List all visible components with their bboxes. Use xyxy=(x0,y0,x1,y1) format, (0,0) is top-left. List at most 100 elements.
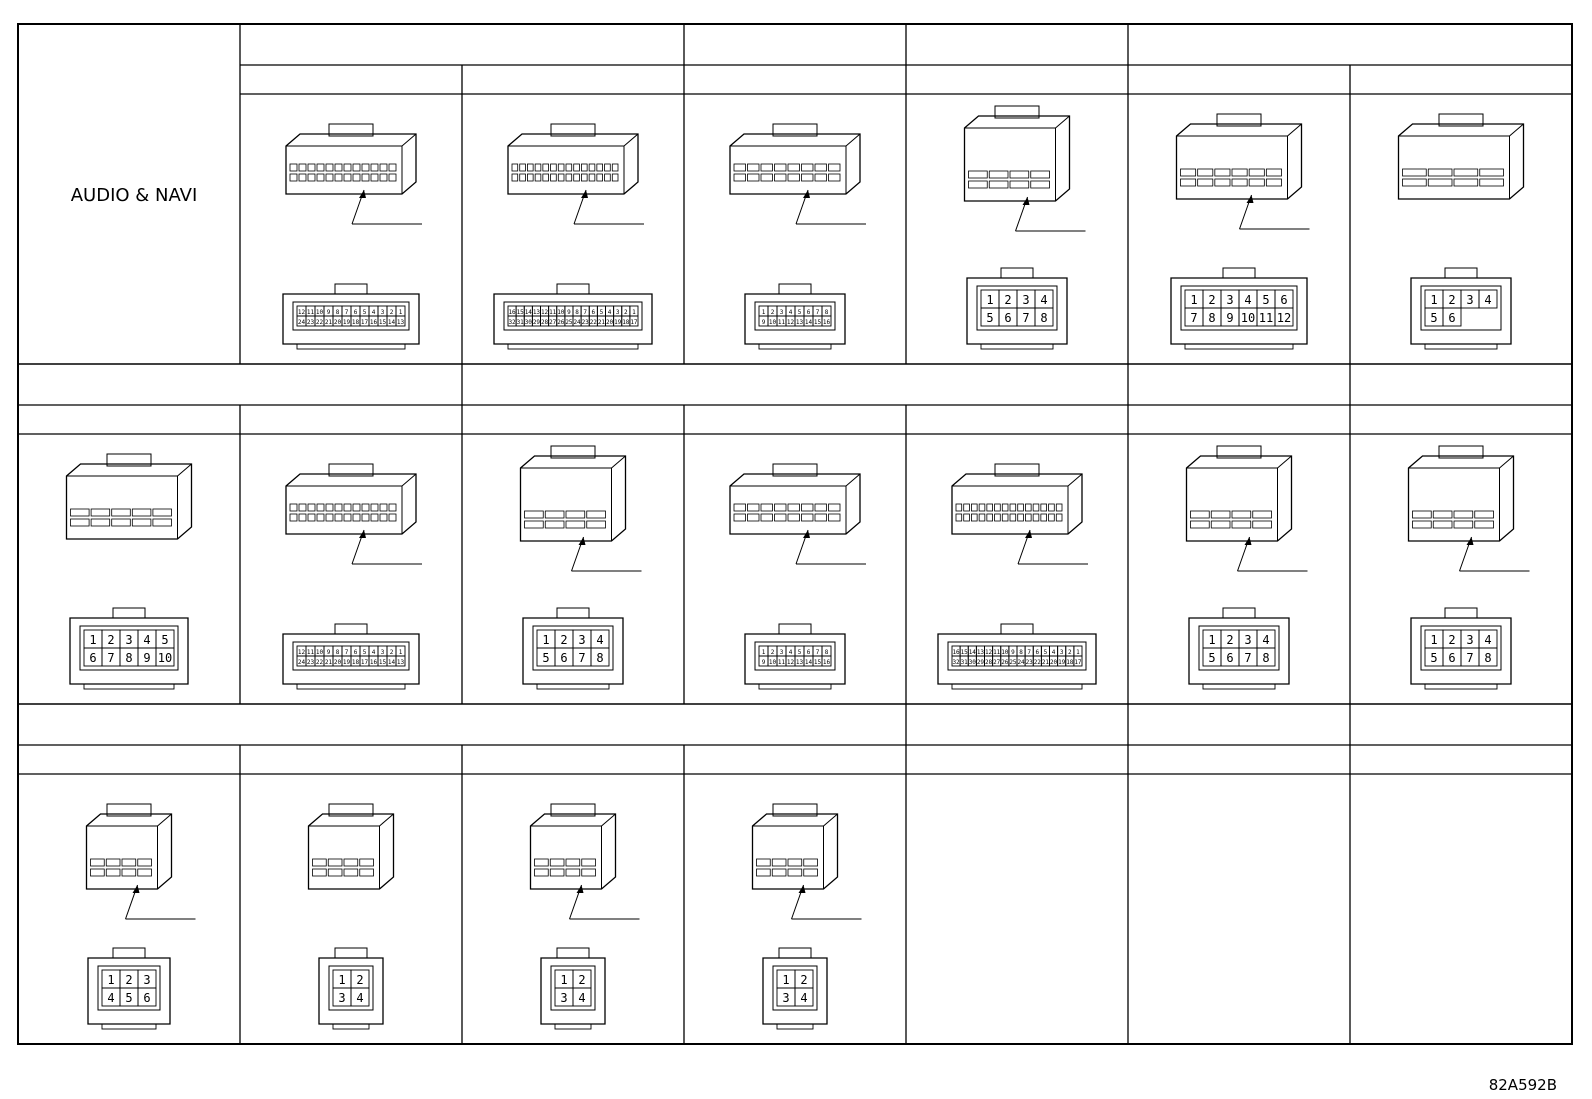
pin-number: 1 xyxy=(1430,633,1437,647)
pin-number: 22 xyxy=(316,659,324,666)
pin-number: 5 xyxy=(542,651,549,665)
pin-number: 21 xyxy=(325,319,333,326)
pin-number: 11 xyxy=(778,659,786,666)
pin-number: 6 xyxy=(89,651,96,665)
pin-number: 5 xyxy=(798,309,802,316)
pin-number: 27 xyxy=(993,659,1001,666)
pin-number: 10 xyxy=(557,309,565,316)
pin-number: 9 xyxy=(567,309,571,316)
pin-number: 8 xyxy=(596,651,603,665)
pin-number: 13 xyxy=(397,659,405,666)
pin-number: 3 xyxy=(381,309,385,316)
pin-number: 4 xyxy=(596,633,603,647)
housing-outline xyxy=(282,293,420,345)
pin-number: 8 xyxy=(336,649,340,656)
pin-number: 32 xyxy=(952,659,960,666)
pin-number: 2 xyxy=(578,973,585,987)
pin-number: 21 xyxy=(598,319,606,326)
pin-number: 14 xyxy=(525,309,533,316)
pin-number: 9 xyxy=(327,649,331,656)
pin-number: 13 xyxy=(397,319,405,326)
pin-number: 17 xyxy=(361,319,369,326)
pin-number: 2 xyxy=(624,309,628,316)
pin-number: 11 xyxy=(1259,311,1273,325)
pin-number: 7 xyxy=(578,651,585,665)
pin-number: 15 xyxy=(814,659,822,666)
pin-number: 29 xyxy=(977,659,985,666)
pin-number: 1 xyxy=(1076,649,1080,656)
group-header xyxy=(1352,366,1570,403)
pin-number: 24 xyxy=(1017,659,1025,666)
pin-number: 8 xyxy=(825,649,829,656)
housing-outline xyxy=(937,633,1097,685)
pin-number: 3 xyxy=(1466,293,1473,307)
pin-number: 6 xyxy=(354,649,358,656)
part-number xyxy=(686,747,904,772)
pin-number: 28 xyxy=(985,659,993,666)
pin-number: 21 xyxy=(1042,659,1050,666)
pin-number: 23 xyxy=(1026,659,1034,666)
pin-number: 2 xyxy=(390,649,394,656)
pin-number: 7 xyxy=(583,309,587,316)
pin-number: 5 xyxy=(1262,293,1269,307)
pin-number: 15 xyxy=(814,319,822,326)
pin-number: 7 xyxy=(345,649,349,656)
part-number xyxy=(464,747,682,772)
pin-number: 4 xyxy=(372,649,376,656)
pin-number: 5 xyxy=(1208,651,1215,665)
pin-number: 27 xyxy=(549,319,557,326)
pin-number: 1 xyxy=(107,973,114,987)
pin-number: 3 xyxy=(381,649,385,656)
pin-number: 5 xyxy=(1044,649,1048,656)
pin-number: 24 xyxy=(573,319,581,326)
pin-number: 2 xyxy=(390,309,394,316)
pin-number: 30 xyxy=(969,659,977,666)
pin-number: 1 xyxy=(399,649,403,656)
pin-number: 13 xyxy=(977,649,985,656)
pin-number: 5 xyxy=(161,633,168,647)
pin-number: 3 xyxy=(143,973,150,987)
pin-number: 2 xyxy=(1448,633,1455,647)
pin-number: 10 xyxy=(769,319,777,326)
pin-number: 1 xyxy=(986,293,993,307)
pin-number: 12 xyxy=(787,659,795,666)
pin-number: 1 xyxy=(1208,633,1215,647)
housing-outline xyxy=(1188,617,1290,685)
pin-number: 6 xyxy=(807,309,811,316)
pin-number: 9 xyxy=(143,651,150,665)
pin-number: 15 xyxy=(379,659,387,666)
pin-number: 17 xyxy=(1074,659,1082,666)
pin-number: 3 xyxy=(782,991,789,1005)
pin-number: 17 xyxy=(630,319,638,326)
pin-number: 2 xyxy=(771,309,775,316)
pin-number: 7 xyxy=(1466,651,1473,665)
pin-number: 20 xyxy=(334,319,342,326)
group-header xyxy=(686,26,904,63)
pin-number: 4 xyxy=(1040,293,1047,307)
part-number xyxy=(242,407,460,432)
pin-number: 8 xyxy=(1262,651,1269,665)
pin-number: 3 xyxy=(1060,649,1064,656)
pin-number: 15 xyxy=(517,309,525,316)
pin-number: 2 xyxy=(356,973,363,987)
pin-number: 3 xyxy=(578,633,585,647)
pin-number: 6 xyxy=(1448,651,1455,665)
group-header xyxy=(1130,706,1348,743)
pin-number: 4 xyxy=(789,649,793,656)
pin-number: 2 xyxy=(1208,293,1215,307)
pin-number: 20 xyxy=(334,659,342,666)
part-number xyxy=(908,67,1126,92)
pin-number: 10 xyxy=(1001,649,1009,656)
pin-number: 4 xyxy=(1262,633,1269,647)
group-header xyxy=(242,26,682,63)
pin-number: 10 xyxy=(316,309,324,316)
pin-number: 4 xyxy=(107,991,114,1005)
pin-number: 1 xyxy=(399,309,403,316)
part-number xyxy=(464,67,682,92)
